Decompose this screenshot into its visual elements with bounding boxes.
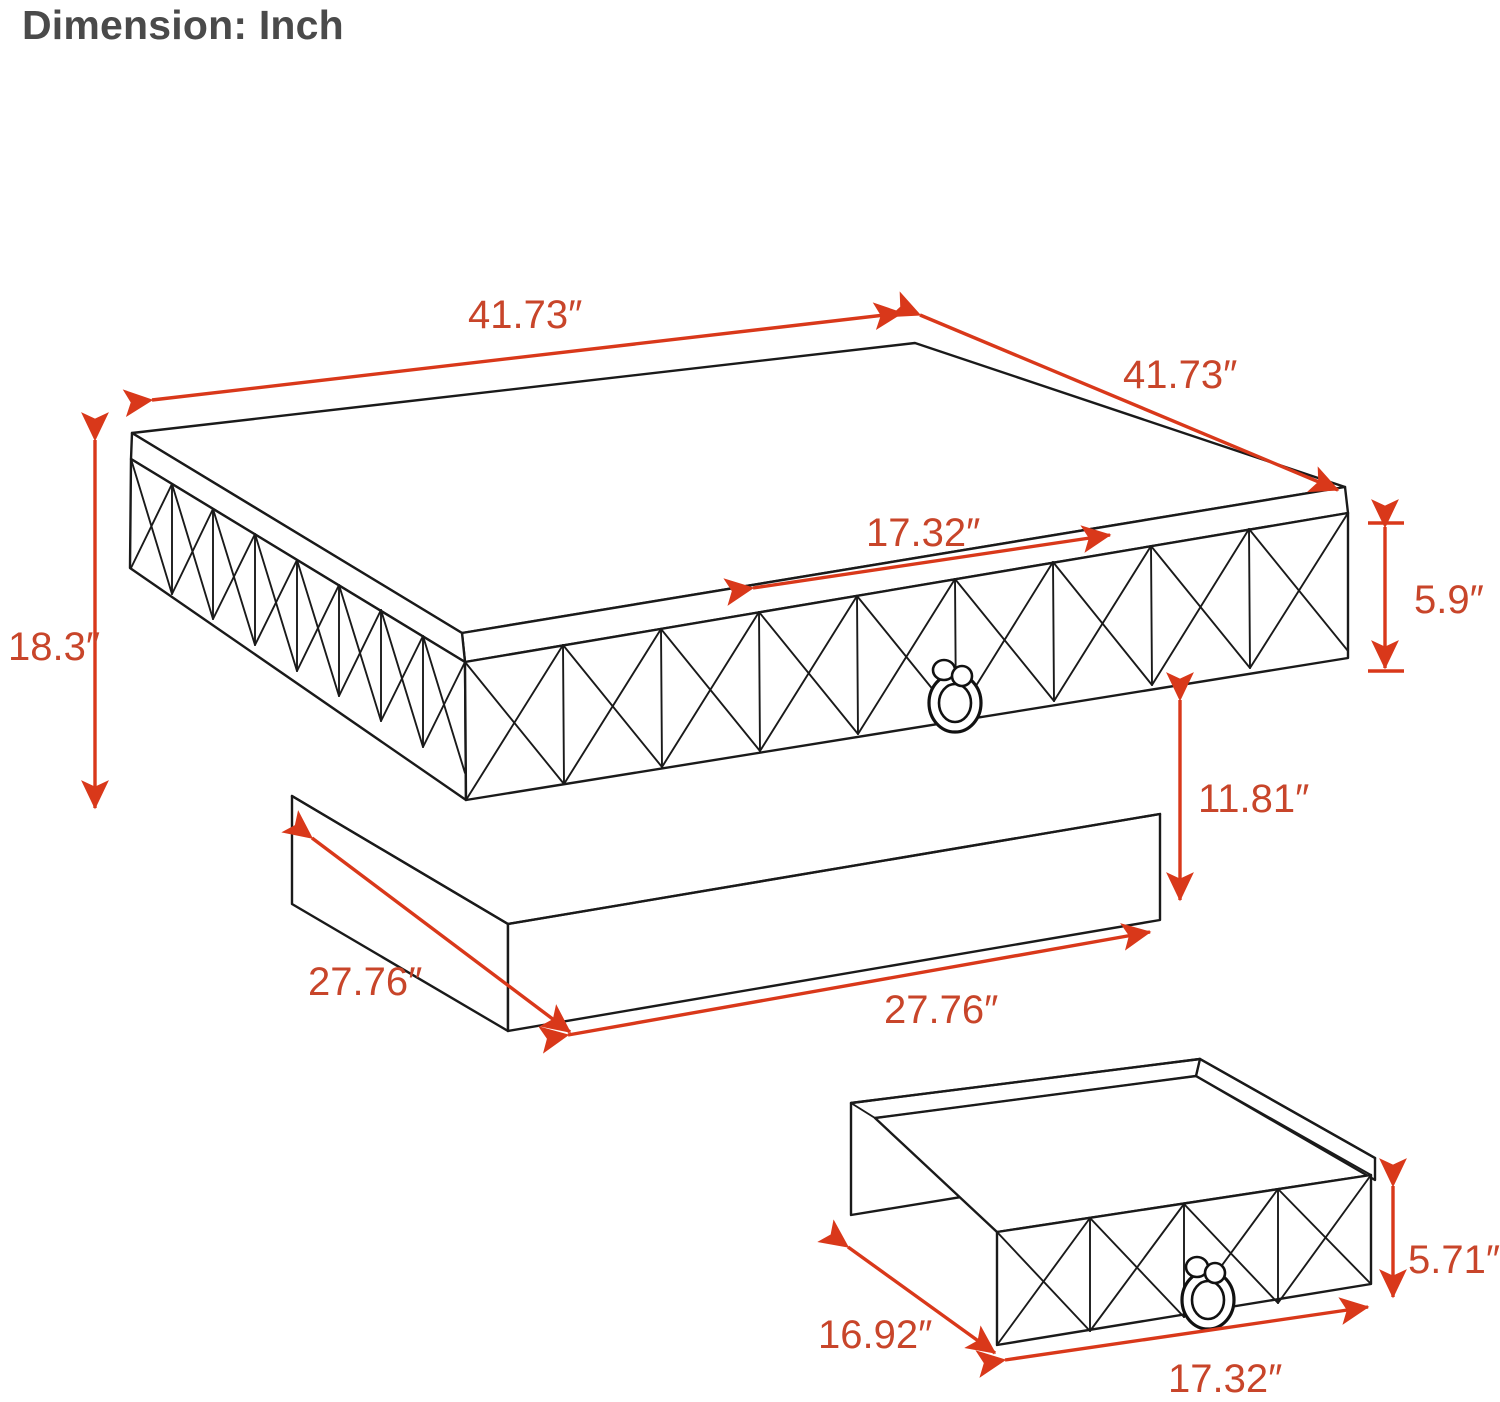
- page-title: Dimension: Inch: [22, 2, 344, 48]
- drawer-assembly: [849, 1057, 1377, 1347]
- callout-drawer-height: 5.71″: [1379, 1158, 1500, 1299]
- callout-top-depth-label: 41.73″: [1123, 353, 1237, 397]
- apron-front: [463, 511, 1350, 802]
- callout-apron-height-label: 5.9″: [1414, 578, 1484, 622]
- callout-drawer-depth: 16.92″: [817, 1219, 997, 1357]
- callout-overall-height: 18.3″: [8, 412, 109, 810]
- callout-drawer-depth-label: 16.92″: [818, 1313, 932, 1357]
- apron-left: [128, 457, 468, 802]
- callout-apron-height: 5.9″: [1368, 499, 1484, 673]
- callout-drawer-width-label: 17.32″: [1168, 1357, 1282, 1401]
- callout-pedestal-height: 11.81″: [1166, 672, 1309, 902]
- callout-pedestal-height-label: 11.81″: [1198, 777, 1309, 821]
- callout-drawer-height-label: 5.71″: [1408, 1238, 1500, 1282]
- callout-top-width: 41.73″: [122, 293, 904, 418]
- callout-top-depth: 41.73″: [888, 291, 1340, 493]
- callout-drawer-face-width: 17.32″: [723, 511, 1112, 606]
- callout-base-right-label: 27.76″: [884, 988, 998, 1032]
- callout-base-left: 27.76″: [281, 810, 572, 1034]
- callout-top-width-label: 41.73″: [468, 293, 582, 337]
- callout-drawer-width: 17.32″: [975, 1297, 1370, 1401]
- callout-base-right: 27.76″: [538, 923, 1152, 1054]
- callout-overall-height-label: 18.3″: [8, 625, 100, 669]
- apron-left-relief-pattern: [130, 458, 466, 774]
- callout-drawer-face-width-label: 17.32″: [866, 511, 980, 555]
- drawer-ring-pull-handle: [927, 658, 983, 734]
- callout-base-left-label: 27.76″: [308, 960, 422, 1004]
